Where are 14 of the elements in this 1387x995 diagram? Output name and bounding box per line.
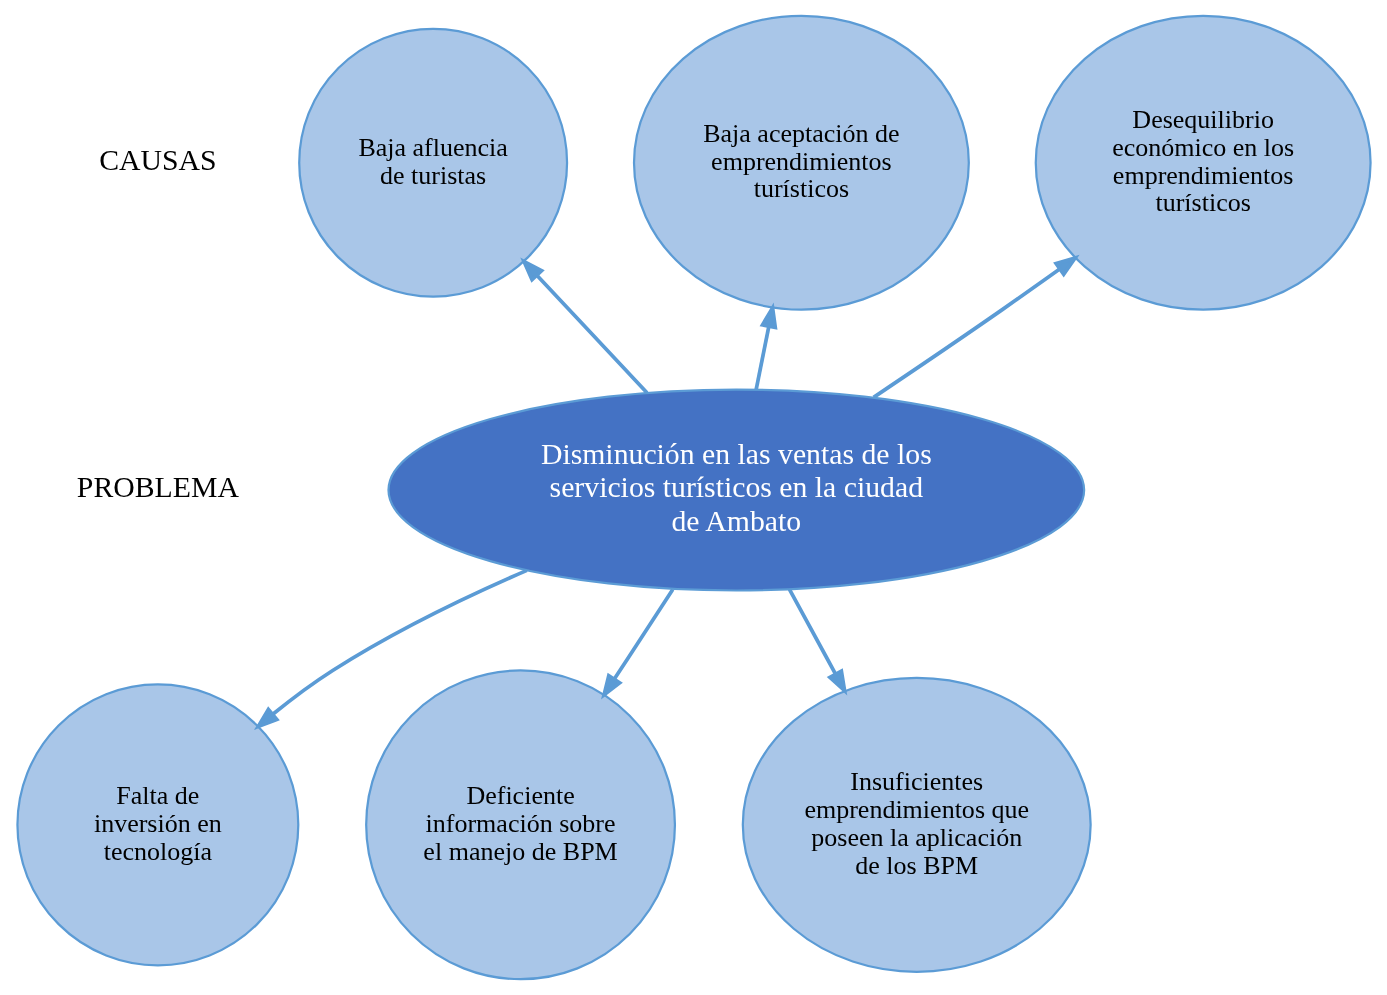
arrow <box>753 302 777 390</box>
node-ellipse: Insuficientes emprendimientos que poseen la aplicación de los BPM <box>741 676 1092 973</box>
node-circle: Baja afluencia de turistas <box>297 27 568 298</box>
arrow <box>519 257 648 395</box>
label: CAUSAS <box>98 142 217 176</box>
label: PROBLEMA <box>76 470 239 504</box>
arrow <box>787 588 847 696</box>
node-circle: Falta de inversión en tecnología <box>15 683 299 967</box>
arrow <box>253 568 528 730</box>
node-ellipse: Disminución en las ventas de los servicios turísticos en la ciudad de Ambato <box>386 388 1085 592</box>
arrow <box>872 254 1080 399</box>
node-ellipse: Baja aceptación de emprendimientos turísticos <box>632 14 970 311</box>
arrow <box>600 588 674 700</box>
node-ellipse: Desequilibrio económico en los emprendimientos turísticos <box>1034 14 1372 311</box>
